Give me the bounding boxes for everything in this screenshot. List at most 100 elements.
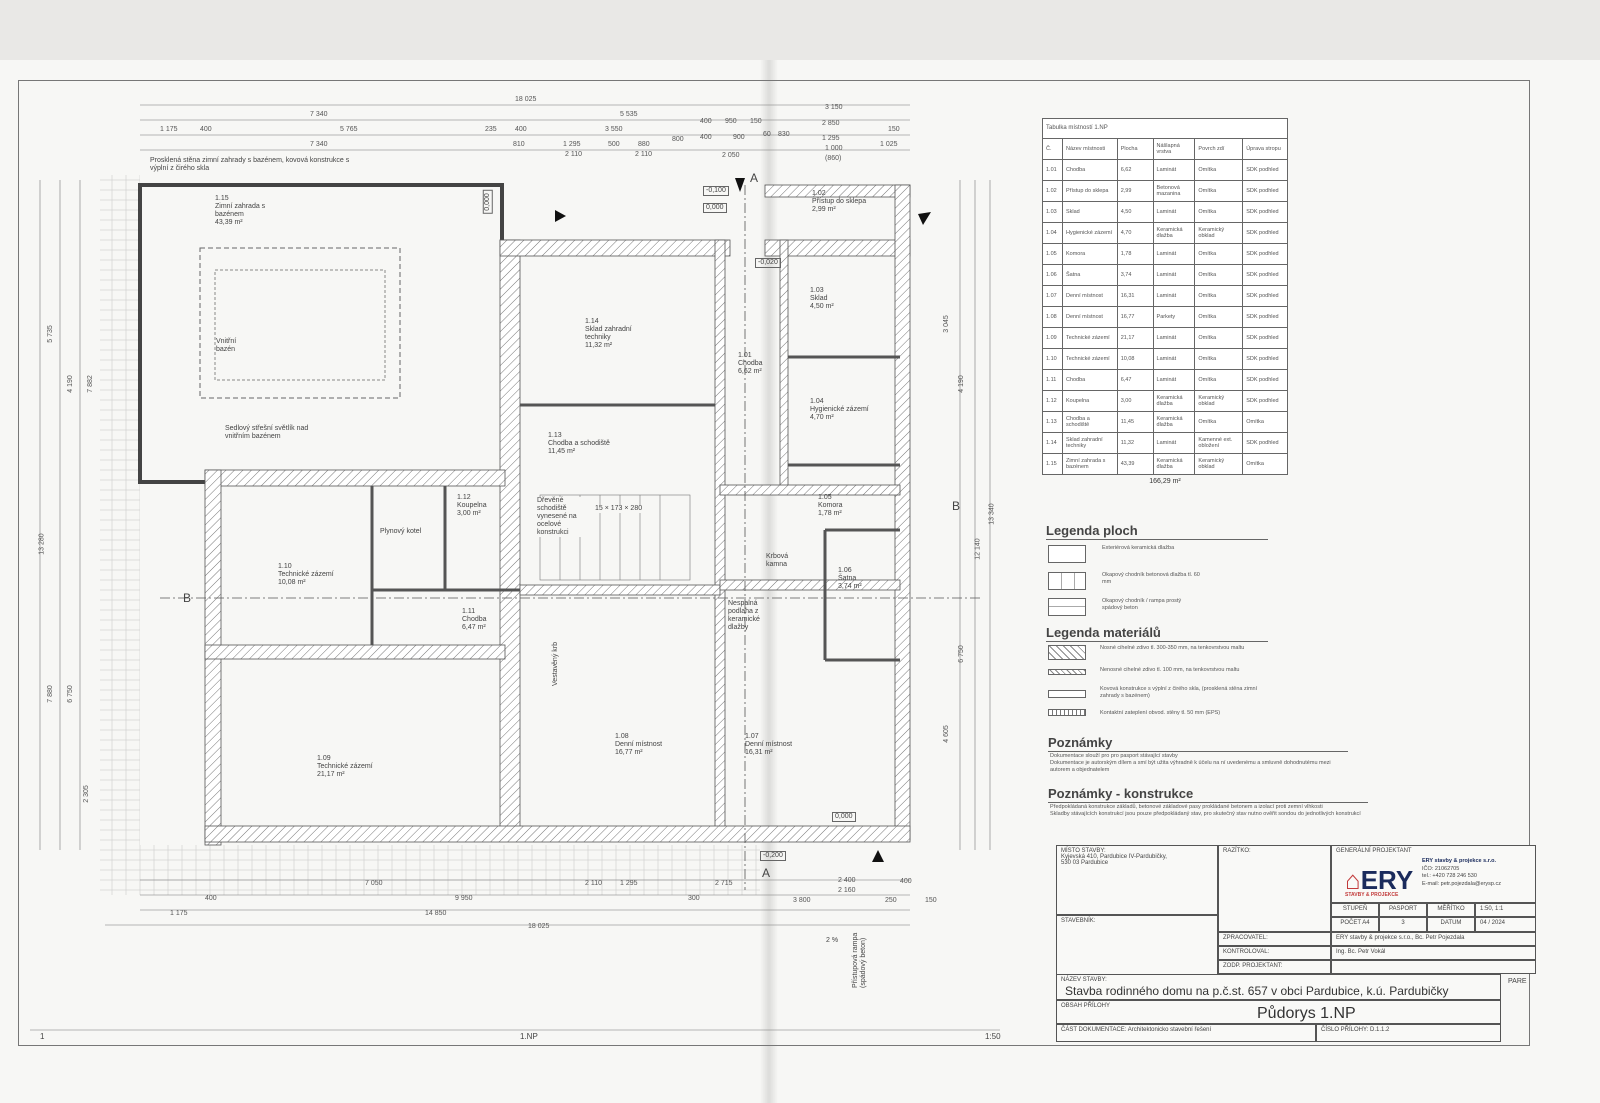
building-name: Stavba rodinného domu na p.č.st. 657 v o…: [1065, 984, 1449, 998]
swatch-insulation: [1048, 709, 1086, 716]
room-no: 1.11: [462, 608, 476, 615]
site-value: Kyjevská 410, Pardubice IV-Pardubičky, 5…: [1061, 854, 1167, 866]
date-value: 04 / 2024: [1475, 917, 1536, 932]
dim: 2 400: [838, 877, 856, 884]
table-cell: Laminát: [1152, 159, 1196, 181]
annotation-stair-dims: 15 × 173 × 280: [595, 505, 643, 513]
company-tel: tel.: +420 728 246 530: [1422, 873, 1477, 879]
table-cell: 1.06: [1042, 264, 1063, 286]
dim: 800: [672, 136, 684, 143]
room-name: Chodba a schodiště: [548, 440, 610, 447]
table-cell: Omítka: [1194, 285, 1244, 307]
dim: 400: [205, 895, 217, 902]
dim: 250: [885, 897, 897, 904]
dim: 4 190: [66, 375, 74, 393]
table-cell: Chodba: [1061, 159, 1118, 181]
dim: 150: [750, 118, 762, 125]
legend-item: Nosné cihelné zdivo tl. 300-350 mm, na t…: [1100, 645, 1245, 651]
room-area: 16,31 m²: [745, 749, 773, 756]
annotation-ramp: Přístupová rampa (spádový beton): [852, 932, 867, 988]
note-item: Předpokládaná konstrukce základů, betono…: [1050, 804, 1323, 810]
table-cell: Šatna: [1061, 264, 1118, 286]
table-cell: Laminát: [1152, 369, 1196, 391]
table-cell: Omítka: [1194, 327, 1244, 349]
table-cell: 2,99: [1116, 180, 1154, 202]
table-cell: 1.03: [1042, 201, 1063, 223]
room-area: 6,47 m²: [462, 624, 486, 631]
dim: 13 280: [38, 533, 46, 555]
table-cell: Laminát: [1152, 327, 1196, 349]
room-no: 1.03: [810, 287, 824, 294]
dim: 1 025: [880, 141, 898, 148]
dim: 1 000: [825, 145, 843, 152]
table-cell: Laminát: [1152, 201, 1196, 223]
room-name: Technické zázemí: [278, 571, 334, 578]
table-cell: SDK podhled: [1242, 306, 1288, 328]
table-cell: Keramický obklad: [1194, 222, 1244, 244]
dim: 12 140: [974, 538, 982, 560]
table-cell: 6,62: [1116, 159, 1154, 181]
table-cell: Denní místnost: [1061, 285, 1118, 307]
level-mark: -0,100: [703, 186, 729, 196]
general-designer-cell: GENERÁLNÍ PROJEKTANT ERY stavby & projek…: [1331, 845, 1536, 903]
room-table-title: Tabulka místností 1.NP: [1042, 118, 1288, 138]
table-cell: Laminát: [1152, 243, 1196, 265]
room-area: 3,74 m²: [838, 583, 862, 590]
level-mark: -0,020: [755, 258, 781, 268]
level-mark: 0,000: [832, 812, 856, 822]
dim: 1 295: [822, 135, 840, 142]
checked-value: Ing. Bc. Petr Vokál: [1331, 946, 1536, 960]
swatch-load-bearing-brick: [1048, 645, 1086, 660]
table-cell: SDK podhled: [1242, 327, 1288, 349]
swatch-concrete-paving: [1048, 572, 1086, 590]
table-cell: 1.07: [1042, 285, 1063, 307]
room-no: 1.06: [838, 567, 852, 574]
content-label: OBSAH PŘÍLOHY: [1061, 1003, 1111, 1009]
table-cell: Technické zázemí: [1061, 327, 1118, 349]
dim: 1 295: [563, 141, 581, 148]
building-label: NÁZEV STAVBY:: [1061, 977, 1107, 983]
room-area: 2,99 m²: [812, 206, 836, 213]
dim: 2 715: [715, 880, 733, 887]
table-cell: 1.02: [1042, 180, 1063, 202]
table-cell: 1.04: [1042, 222, 1063, 244]
room-name: Šatna: [838, 575, 857, 582]
notes-list: Dokumentace slouží pro pro pasport stáva…: [1050, 753, 1350, 774]
company-name: ERY stavby & projekce s.r.o.: [1422, 858, 1496, 864]
company-ico: IČO: 21062705: [1422, 865, 1460, 872]
table-cell: Laminát: [1152, 348, 1196, 370]
room-no: 1.15: [215, 195, 229, 202]
table-cell: Zimní zahrada s bazénem: [1061, 453, 1118, 475]
col-header: Název místnosti: [1061, 138, 1118, 160]
col-header: Č.: [1042, 138, 1063, 160]
content-title: Půdorys 1.NP: [1257, 1005, 1356, 1022]
dim: 7 050: [365, 880, 383, 887]
dim: 2 160: [838, 887, 856, 894]
table-cell: Omítka: [1194, 411, 1244, 433]
dim: 150: [888, 126, 900, 133]
dim-total-top: 18 025: [515, 96, 537, 103]
table-cell: SDK podhled: [1242, 285, 1288, 307]
dim: 4 190: [957, 375, 965, 393]
room-name: Chodba: [738, 360, 763, 367]
exterior-paving: [100, 175, 140, 845]
dim: 9 950: [455, 895, 473, 902]
annotation-stove: Krbová kamna: [766, 553, 789, 568]
annotation-staircase: Dřevěné schodiště vynesené na ocelové ko…: [537, 497, 587, 537]
table-cell: 3,00: [1116, 390, 1154, 412]
dim: 400: [900, 878, 912, 885]
table-cell: 1.13: [1042, 411, 1063, 433]
table-cell: Omítka: [1194, 348, 1244, 370]
legend-item: Nenosné cihelné zdivo tl. 100 mm, na ten…: [1100, 667, 1240, 673]
room-no: 1.13: [548, 432, 562, 439]
dim: 900: [733, 134, 745, 141]
dim: 6 750: [66, 685, 74, 703]
